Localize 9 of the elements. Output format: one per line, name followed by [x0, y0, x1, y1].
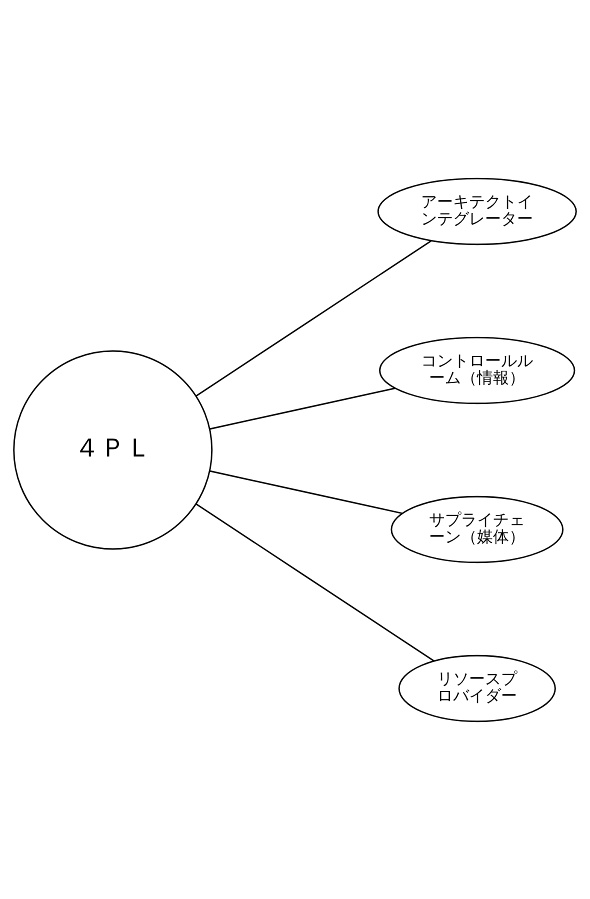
connector [210, 387, 396, 430]
connector [196, 240, 432, 396]
connector [210, 470, 402, 514]
connector [196, 503, 434, 661]
node-ellipse: コントロールルーム（情報） [379, 336, 576, 404]
node-ellipse: アーキテクトインテグレーター [377, 177, 577, 245]
node-circle: ４ＰＬ [13, 350, 213, 550]
node-ellipse: リソースプロバイダー [398, 654, 556, 722]
node-ellipse: サプライチェーン（媒体） [390, 495, 564, 563]
